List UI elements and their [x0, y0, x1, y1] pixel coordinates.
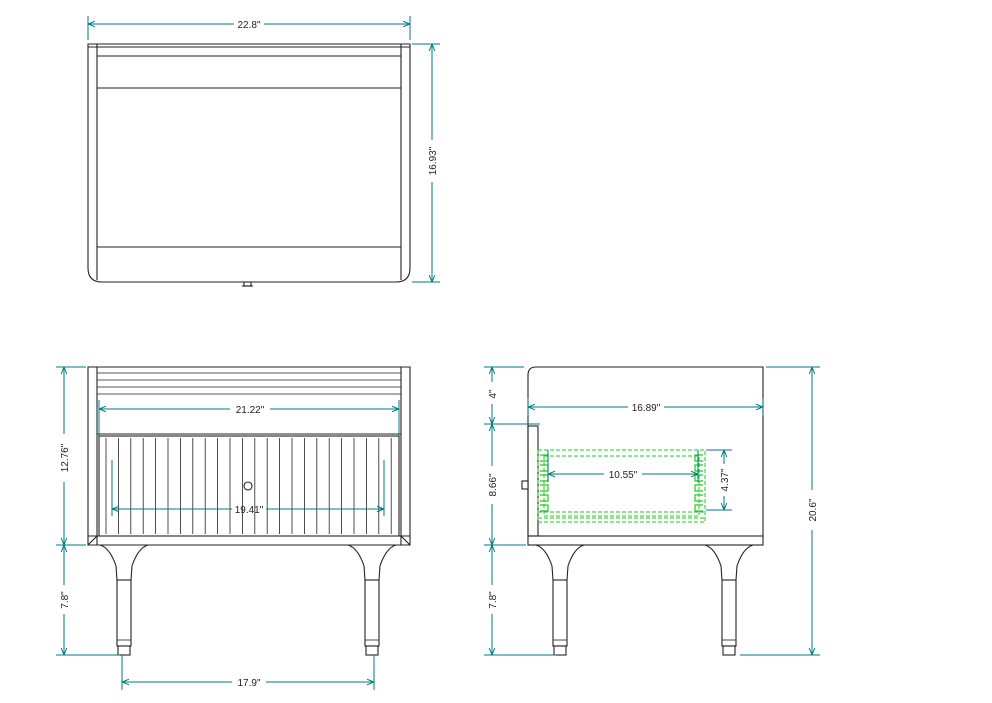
dim-label-side-drawer-inner-depth: 10.55" — [609, 470, 638, 481]
drawer-dovetails — [540, 454, 703, 512]
dim-side-leg-height: 7.8" — [484, 545, 556, 656]
knob-icon-side — [521, 480, 529, 490]
dim-front-body-height: 12.76" — [56, 366, 86, 546]
drawer-flutes — [105, 438, 392, 534]
dim-side-depth: 16.89" — [527, 398, 764, 416]
dim-label-side-total-height: 20.6" — [808, 498, 819, 521]
dim-label-side-leg-height: 7.8" — [488, 591, 499, 609]
dim-label-side-drawer-height: 8.66" — [488, 473, 499, 496]
side-view: 4" 16.89" 8.66" 7.8" — [484, 366, 820, 656]
dim-top-width: 22.8" — [87, 16, 411, 40]
dim-label-top-depth: 16.93" — [428, 146, 439, 175]
dovetail-joint — [694, 474, 703, 482]
dim-front-inner-width: 21.22" — [98, 400, 400, 436]
top-view: 22.8" 16.93" — [87, 16, 440, 287]
dim-front-leg-span: 17.9" — [121, 655, 375, 690]
dim-side-top-band: 4" — [484, 366, 540, 425]
dim-side-total-height: 20.6" — [740, 366, 820, 656]
front-view: 21.22" 19.41" 12.76" 7.8" — [56, 366, 411, 690]
dovetail-joint — [540, 494, 549, 502]
dovetail-joint — [694, 484, 703, 492]
dim-top-depth: 16.93" — [412, 43, 440, 283]
dim-label-front-body-height: 12.76" — [60, 443, 71, 472]
dim-side-drawer-inner-depth: 10.55" — [547, 450, 699, 482]
dovetail-joint — [694, 494, 703, 502]
dovetail-joint — [694, 464, 703, 472]
dovetail-joint — [694, 504, 703, 512]
dim-label-front-drawer-width: 19.41" — [235, 505, 264, 516]
side-legs — [535, 544, 754, 656]
dovetail-joint — [540, 504, 549, 512]
dim-front-drawer-width: 19.41" — [111, 460, 385, 516]
drawer-box-hidden — [537, 449, 706, 523]
dovetail-joint — [694, 454, 703, 462]
dim-side-drawer-height: 8.66" — [484, 424, 526, 546]
dim-label-top-width: 22.8" — [237, 20, 260, 31]
dim-front-leg-height: 7.8" — [56, 545, 120, 656]
dim-label-side-top-band: 4" — [488, 389, 499, 399]
dim-label-side-depth: 16.89" — [632, 403, 661, 414]
dovetail-joint — [540, 484, 549, 492]
dim-label-side-drawer-inner-height: 4.37" — [720, 468, 731, 491]
knob-icon-front — [243, 481, 253, 491]
dim-label-front-leg-height: 7.8" — [60, 591, 71, 609]
dim-label-front-leg-span: 17.9" — [237, 678, 260, 689]
dim-label-front-inner-width: 21.22" — [236, 405, 265, 416]
front-legs — [99, 544, 397, 656]
dim-side-drawer-inner-height: 4.37" — [706, 449, 732, 511]
knob-icon — [243, 281, 252, 287]
